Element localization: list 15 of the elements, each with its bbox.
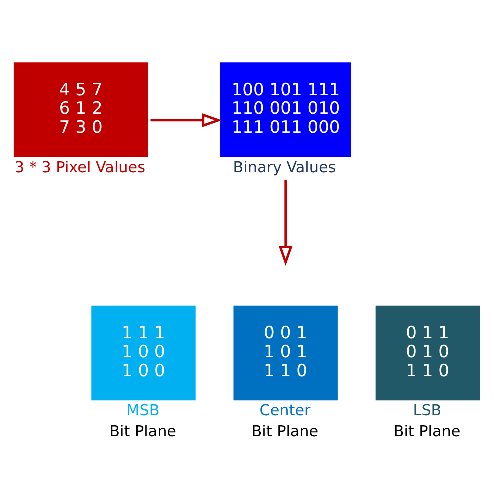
node-label: 3 * 3 Pixel Values bbox=[14, 158, 146, 176]
node-box: 100 101 111 110 001 010 111 011 000 bbox=[220, 62, 352, 157]
node-box: 1 1 1 1 0 0 1 0 0 bbox=[92, 305, 196, 400]
node-label: Bit Plane bbox=[110, 422, 177, 440]
node-label: Center bbox=[260, 401, 311, 420]
node-box: 0 1 1 0 1 0 1 1 0 bbox=[376, 305, 480, 400]
node-label: Bit Plane bbox=[252, 422, 319, 440]
arrow bbox=[150, 113, 222, 127]
node-label: Bit Plane bbox=[394, 422, 461, 440]
node-box: 0 0 1 1 0 1 1 1 0 bbox=[234, 305, 338, 400]
arrow bbox=[278, 180, 293, 266]
node-label: MSB bbox=[126, 401, 160, 420]
node-label: LSB bbox=[413, 401, 442, 420]
node-label: Binary Values bbox=[233, 158, 336, 176]
node-box: 4 5 7 6 1 2 7 3 0 bbox=[14, 62, 148, 157]
